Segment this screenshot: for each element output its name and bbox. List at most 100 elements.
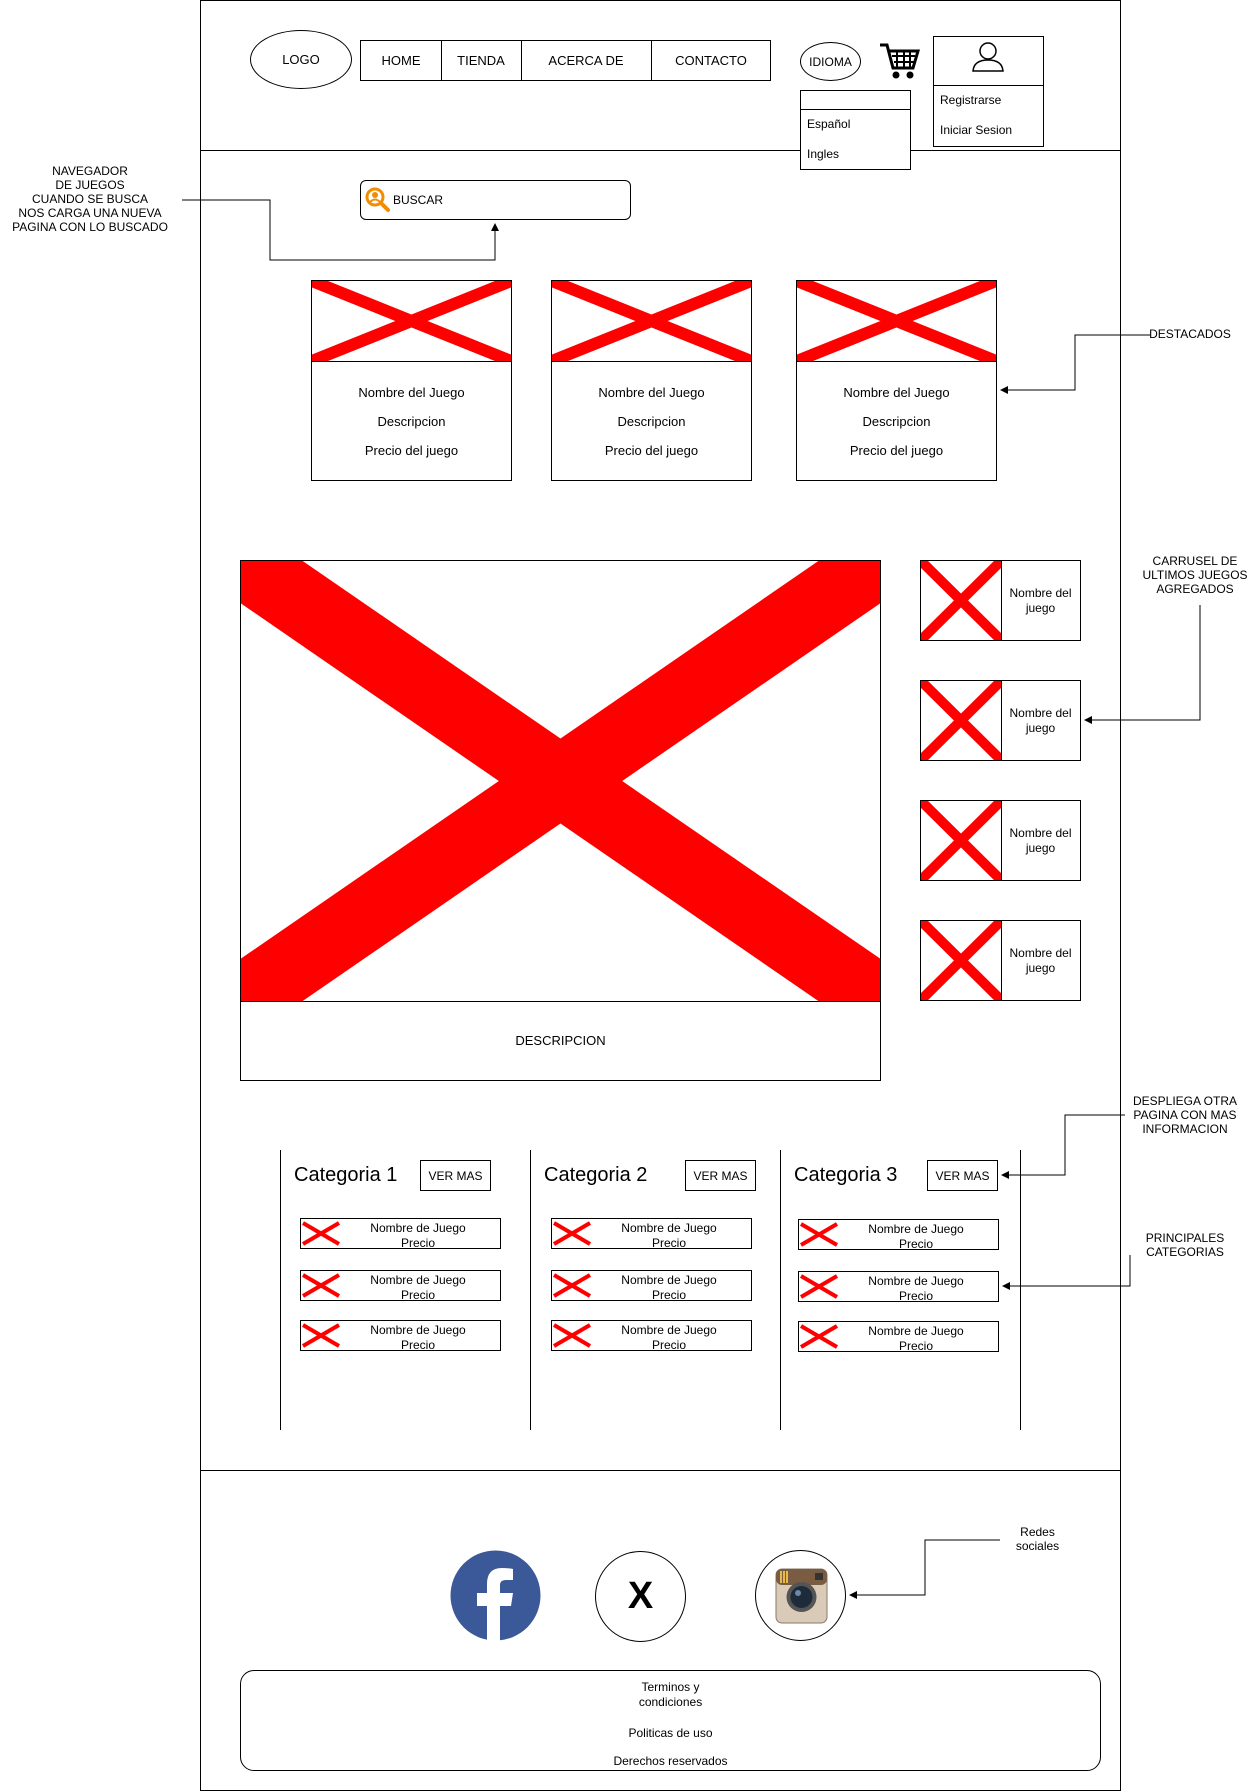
carousel-thumb[interactable]: Nombre del juego [920,560,1081,641]
item-name: Nombre de Juego [621,1273,717,1287]
item-price: Precio [400,1338,435,1352]
annotation-featured: DESTACADOS [1149,327,1231,341]
featured-card[interactable]: Nombre del Juego Descripcion Precio del … [311,280,512,481]
item-name: Nombre de Juego [370,1221,466,1235]
search-bar[interactable]: BUSCAR [360,180,631,220]
annotation-search: NAVEGADOR DE JUEGOS CUANDO SE BUSCA NOS … [12,164,168,234]
game-price: Precio del juego [604,443,699,458]
image-placeholder [921,561,1001,640]
main-nav: HOME TIENDA ACERCA DE CONTACTO [360,40,771,81]
image-placeholder [241,561,880,1001]
thumb-label: Nombre del juego [1009,825,1072,855]
language-button[interactable]: IDIOMA [800,42,861,81]
game-description: Descripcion [862,414,931,429]
image-placeholder [797,281,996,361]
item-name: Nombre de Juego [868,1324,964,1338]
item-name: Nombre de Juego [868,1274,964,1288]
carousel-thumb[interactable]: Nombre del juego [920,800,1081,881]
thumb-label: Nombre del juego [1009,585,1072,615]
item-name: Nombre de Juego [370,1323,466,1337]
annotation-social: Redes sociales [1015,1525,1060,1553]
image-placeholder [921,801,1001,880]
category-divider [780,1150,781,1430]
ver-mas-button[interactable]: VER MAS [685,1160,756,1191]
terms-link[interactable]: Terminos y condiciones [638,1680,703,1709]
game-description: Descripcion [377,414,446,429]
nav-acerca-de[interactable]: ACERCA DE [521,41,652,80]
item-price: Precio [651,1338,686,1352]
login-link[interactable]: Iniciar Sesion [940,123,1013,137]
thumb-label: Nombre del juego [1009,945,1072,975]
item-price: Precio [400,1236,435,1250]
game-price: Precio del juego [364,443,459,458]
featured-card[interactable]: Nombre del Juego Descripcion Precio del … [551,280,752,481]
language-option-es[interactable]: Español [807,117,851,131]
user-icon[interactable] [970,40,1006,72]
x-icon[interactable]: X [595,1551,686,1642]
image-placeholder [921,681,1001,760]
nav-contacto[interactable]: CONTACTO [675,53,747,68]
game-name: Nombre del Juego [843,385,950,400]
ver-mas-button[interactable]: VER MAS [927,1160,998,1191]
nav-tienda[interactable]: TIENDA [441,41,522,80]
thumb-label: Nombre del juego [1009,705,1072,735]
usage-policy-link[interactable]: Politicas de uso [628,1726,713,1740]
item-price: Precio [651,1236,686,1250]
annotation-ver-mas: DESPLIEGA OTRA PAGINA CON MAS INFORMACIO… [1132,1094,1238,1136]
item-price: Precio [400,1288,435,1302]
image-placeholder [921,921,1001,1000]
footer-links-box: Terminos y condiciones Politicas de uso … [240,1670,1101,1771]
item-name: Nombre de Juego [621,1323,717,1337]
item-name: Nombre de Juego [868,1222,964,1236]
item-name: Nombre de Juego [370,1273,466,1287]
language-dropdown: Español Ingles [800,90,911,170]
category-title: Categoria 3 [794,1164,898,1186]
item-price: Precio [898,1289,933,1303]
search-label: BUSCAR [393,193,444,207]
category-divider [1020,1150,1021,1430]
language-option-en[interactable]: Ingles [807,147,840,161]
instagram-icon[interactable] [755,1550,846,1641]
carousel-thumb[interactable]: Nombre del juego [920,920,1081,1001]
facebook-icon[interactable] [450,1550,541,1641]
game-price: Precio del juego [849,443,944,458]
image-placeholder [552,281,751,361]
category-divider [530,1150,531,1430]
category-title: Categoria 2 [544,1164,648,1186]
annotation-carousel: CARRUSEL DE ULTIMOS JUEGOS AGREGADOS [1142,554,1248,596]
game-description: Descripcion [617,414,686,429]
category-title: Categoria 1 [294,1164,398,1186]
header-divider [200,150,1121,151]
game-name: Nombre del Juego [358,385,465,400]
footer-divider [200,1470,1121,1471]
carousel-main[interactable]: DESCRIPCION [240,560,881,1081]
item-price: Precio [898,1339,933,1353]
item-name: Nombre de Juego [621,1221,717,1235]
game-name: Nombre del Juego [598,385,705,400]
carousel-description: DESCRIPCION [515,1033,606,1048]
item-price: Precio [898,1237,933,1251]
carousel-thumb[interactable]: Nombre del juego [920,680,1081,761]
ver-mas-button[interactable]: VER MAS [420,1160,491,1191]
logo[interactable]: LOGO [250,30,352,89]
x-label: X [627,1575,654,1617]
nav-home[interactable]: HOME [361,41,442,80]
user-menu: Registrarse Iniciar Sesion [933,36,1044,147]
rights-link[interactable]: Derechos reservados [613,1754,728,1768]
annotation-categories: PRINCIPALES CATEGORIAS [1145,1231,1225,1259]
featured-card[interactable]: Nombre del Juego Descripcion Precio del … [796,280,997,481]
cart-icon[interactable] [878,40,921,82]
register-link[interactable]: Registrarse [940,93,1002,107]
item-price: Precio [651,1288,686,1302]
category-divider [280,1150,281,1430]
image-placeholder [312,281,511,361]
